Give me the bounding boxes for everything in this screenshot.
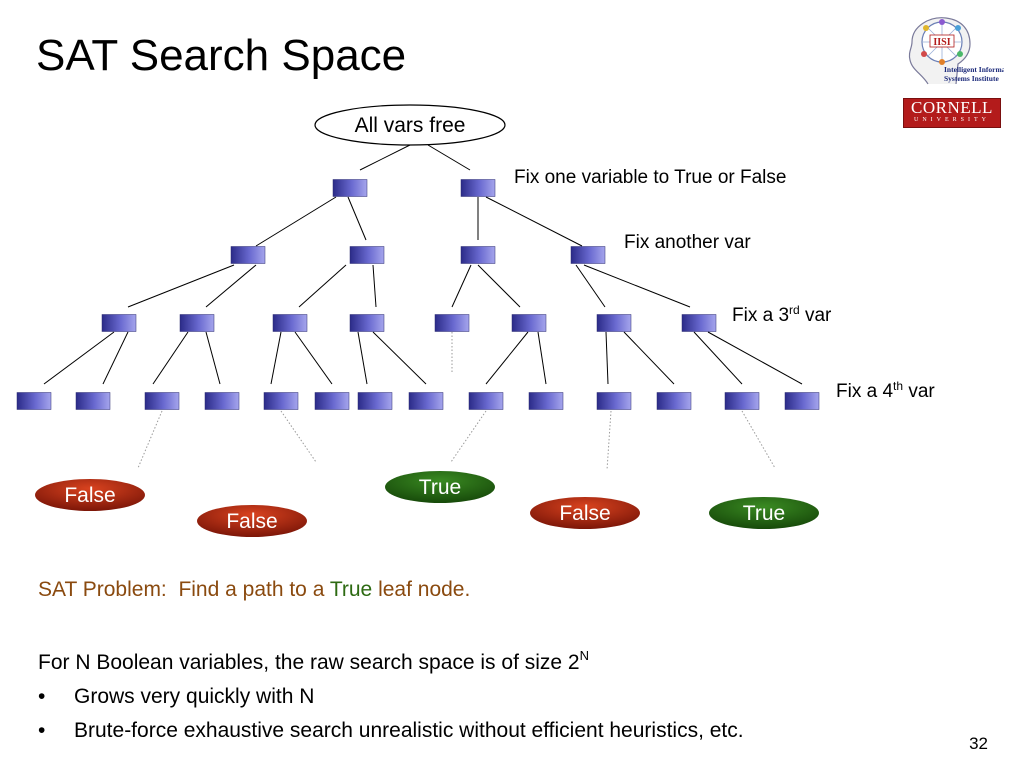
notes: For N Boolean variables, the raw search … [38, 646, 744, 748]
cornell-name: CORNELL [911, 98, 993, 117]
tree-node-level-3 [272, 314, 308, 332]
tree-node-level-4 [528, 392, 564, 410]
cornell-sub: UNIVERSITY [914, 117, 990, 123]
slide-title: SAT Search Space [36, 31, 407, 80]
tree-node-level-3 [434, 314, 470, 332]
false-leaf-oval [530, 497, 640, 529]
tree-node-level-4 [784, 392, 820, 410]
tree-node-level-4 [263, 392, 299, 410]
tree-node-level-4 [656, 392, 692, 410]
tree-node-level-2 [460, 246, 496, 264]
false-leaf-oval [35, 479, 145, 511]
tree-node-level-4 [75, 392, 111, 410]
tree-node-level-4 [314, 392, 350, 410]
tree-node-level-3 [596, 314, 632, 332]
tree-node-level-3 [179, 314, 215, 332]
tree-node-level-1 [460, 179, 496, 197]
tree-node-level-3 [681, 314, 717, 332]
tree-node-level-3 [511, 314, 547, 332]
leaf-label: False [226, 510, 277, 533]
tree-node-level-3 [349, 314, 385, 332]
tree-node-level-4 [468, 392, 504, 410]
tree-node-level-4 [408, 392, 444, 410]
sat-problem-statement: SAT Problem: Find a path to a True leaf … [38, 578, 471, 601]
tree-node-level-4 [16, 392, 52, 410]
tree-node-level-1 [332, 179, 368, 197]
bullet-icon: • [38, 719, 46, 742]
root-node [314, 104, 506, 146]
true-leaf-oval [385, 471, 495, 503]
iisi-mark: IISI [933, 37, 950, 48]
tree-node-level-2 [570, 246, 606, 264]
tree-node-level-2 [230, 246, 266, 264]
bullet-item: •Brute-force exhaustive search unrealist… [38, 714, 744, 748]
false-leaf-oval [197, 505, 307, 537]
cornell-logo: CORNELL UNIVERSITY [903, 98, 1001, 128]
level-label-3: Fix a 3rd var [732, 303, 832, 326]
bullet-item: •Grows very quickly with N [38, 680, 744, 714]
search-space-size-line: For N Boolean variables, the raw search … [38, 648, 589, 674]
leaf-label: True [743, 502, 785, 525]
tree-node-level-4 [357, 392, 393, 410]
level-label-2: Fix another var [624, 232, 751, 253]
iisi-line-1: Intelligent Information [944, 65, 1004, 74]
page-number: 32 [969, 734, 988, 753]
bullet-icon: • [38, 685, 46, 708]
root-node-label: All vars free [355, 114, 466, 137]
tree-node-level-3 [101, 314, 137, 332]
true-word: True [329, 578, 373, 601]
leaf-label: False [559, 502, 610, 525]
leaf-label: False [64, 484, 115, 507]
level-label-1: Fix one variable to True or False [514, 167, 787, 188]
tree-node-level-4 [724, 392, 760, 410]
iisi-line-2: Systems Institute [944, 74, 999, 83]
true-leaf-oval [709, 497, 819, 529]
iisi-logo: IISI Intelligent Information Systems Ins… [908, 17, 1004, 85]
level-label-4: Fix a 4th var [836, 379, 935, 402]
tree-node-level-2 [349, 246, 385, 264]
leaf-label: True [419, 476, 461, 499]
tree-node-level-4 [204, 392, 240, 410]
tree-node-level-4 [596, 392, 632, 410]
tree-node-level-4 [144, 392, 180, 410]
